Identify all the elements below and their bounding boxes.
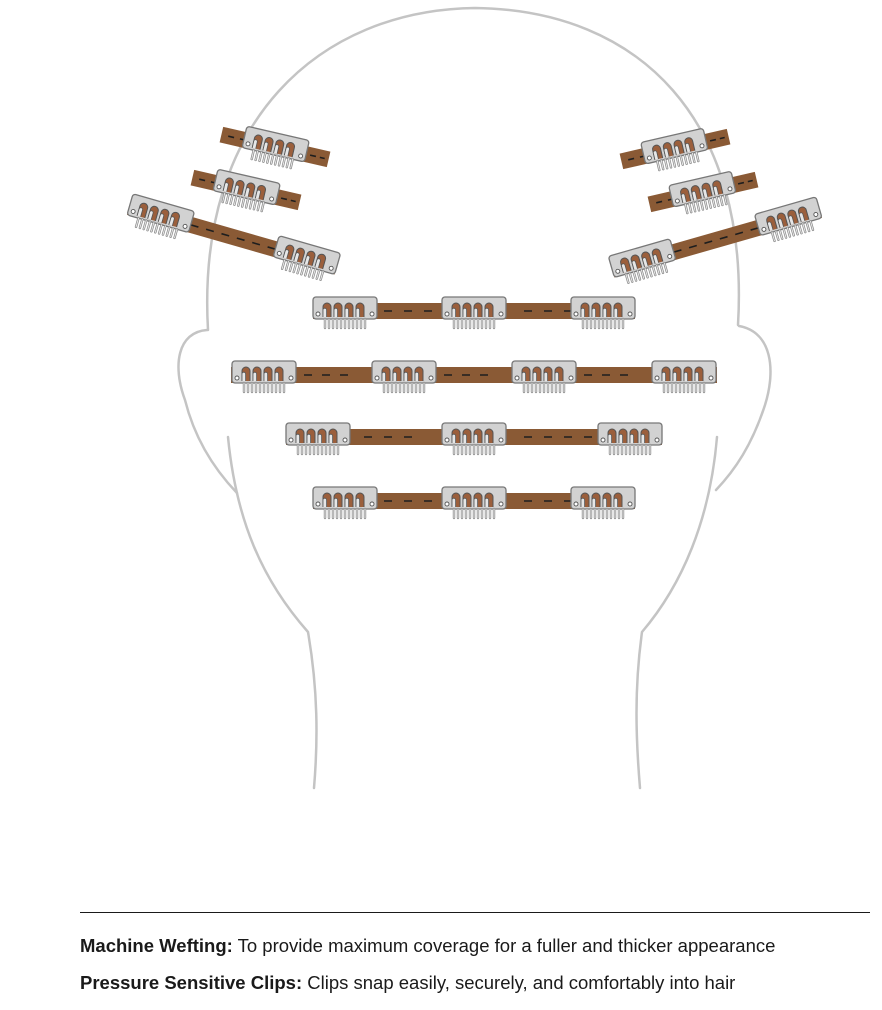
clip [510,359,578,394]
clip [284,421,352,456]
left-ear [177,328,239,495]
clip [639,126,712,174]
clip [440,295,508,330]
clip [753,195,826,246]
weft-upper-right-3 [607,195,826,288]
clip [607,237,680,288]
caption-divider [80,912,870,913]
clip [596,421,664,456]
caption-text: To provide maximum coverage for a fuller… [232,935,776,956]
clip [123,192,196,243]
hair-extension-placement-diagram [123,6,826,790]
weft-row-1 [311,295,637,330]
clip [440,421,508,456]
clip [569,295,637,330]
clip [440,485,508,520]
right-ear [714,324,772,492]
left-jaw-neck [226,435,318,790]
skull-outline [205,6,741,332]
clip [569,485,637,520]
clip [230,359,298,394]
caption-text: Clips snap easily, securely, and comfort… [302,972,736,993]
weft-upper-left-2 [190,167,302,215]
clip [238,124,311,172]
caption-term: Pressure Sensitive Clips: [80,972,303,993]
head-outline [177,6,772,790]
caption-pressure-sensitive-clips: Pressure Sensitive Clips: Clips snap eas… [80,971,735,995]
clip [311,485,379,520]
caption-machine-wefting: Machine Wefting: To provide maximum cove… [80,934,775,958]
clip [311,295,379,330]
clip [650,359,718,394]
clip [667,169,740,217]
weft-upper-left-1 [219,124,331,172]
weft-row-4 [311,485,637,520]
clip [370,359,438,394]
weft-upper-right-2 [647,169,759,217]
weft-upper-right-1 [619,126,731,174]
weft-row-2 [230,359,718,394]
caption-term: Machine Wefting: [80,935,233,956]
right-jaw-neck [635,435,719,790]
weft-upper-left-3 [123,192,342,285]
clip [209,167,282,215]
clip [269,234,342,285]
weft-row-3 [284,421,664,456]
